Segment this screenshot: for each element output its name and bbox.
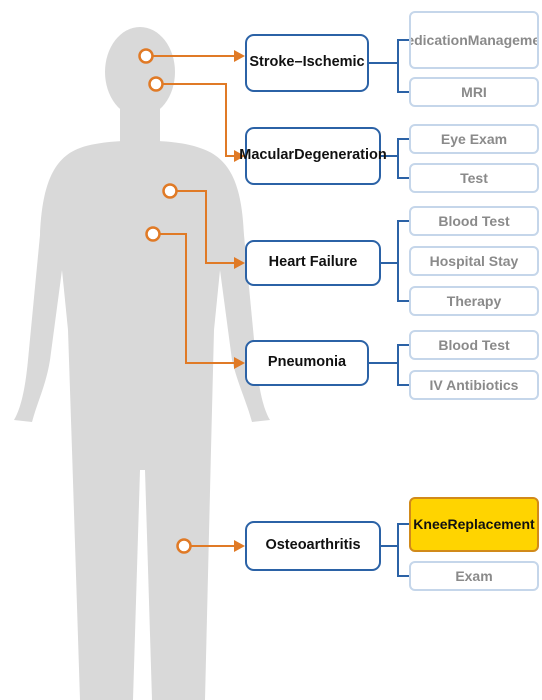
origin-marker-heart bbox=[162, 183, 178, 199]
procedure-knee-replacement: Knee Replacement bbox=[409, 497, 539, 552]
arrowhead-macular bbox=[234, 150, 245, 162]
condition-label-line: Degeneration bbox=[294, 147, 387, 164]
arrowhead-osteo bbox=[234, 540, 245, 552]
procedure-test: Test bbox=[409, 163, 539, 193]
bracket-pneumonia bbox=[397, 344, 409, 386]
procedure-exam: Exam bbox=[409, 561, 539, 591]
procedure-label-line: Test bbox=[460, 169, 488, 186]
procedure-label-line: Therapy bbox=[446, 292, 502, 309]
condition-macular-degeneration: Macular Degeneration bbox=[239, 127, 387, 185]
bracket-heart bbox=[397, 220, 409, 302]
procedure-label-line: Blood Test bbox=[438, 212, 510, 229]
condition-label-line: Stroke– bbox=[249, 54, 303, 71]
procedure-medication-management: Medication Management bbox=[409, 11, 539, 69]
condition-heart-failure: Heart Failure bbox=[245, 240, 381, 286]
procedure-label-line: IV Antibiotics bbox=[429, 376, 519, 393]
procedure-label-line: Replacement bbox=[447, 516, 535, 533]
procedure-label-line: Management bbox=[467, 31, 537, 48]
condition-label-line: Heart Failure bbox=[268, 254, 358, 271]
condition-pneumonia: Pneumonia bbox=[245, 340, 369, 386]
condition-label-line: Ischemic bbox=[302, 54, 365, 71]
procedure-label-line: Hospital Stay bbox=[429, 252, 519, 269]
connector-line-heart bbox=[170, 190, 236, 264]
procedure-label-line: Blood Test bbox=[438, 336, 510, 353]
bracket-osteo bbox=[397, 523, 409, 577]
procedure-blood-test: Blood Test bbox=[409, 330, 539, 360]
procedure-mri: MRI bbox=[409, 77, 539, 107]
procedure-blood-test: Blood Test bbox=[409, 206, 539, 236]
arrowhead-heart bbox=[234, 257, 245, 269]
origin-marker-stroke bbox=[138, 48, 154, 64]
procedure-label-line: Medication bbox=[411, 31, 468, 48]
procedure-label-line: Eye Exam bbox=[440, 130, 508, 147]
bracket-macular bbox=[397, 138, 409, 179]
connector-line-pneumonia bbox=[153, 233, 236, 364]
procedure-hospital-stay: Hospital Stay bbox=[409, 246, 539, 276]
procedure-iv-antibiotics: IV Antibiotics bbox=[409, 370, 539, 400]
condition-osteoarthritis: Osteoarthritis bbox=[245, 521, 381, 571]
procedure-therapy: Therapy bbox=[409, 286, 539, 316]
arrowhead-pneumonia bbox=[234, 357, 245, 369]
connector-line-macular bbox=[156, 83, 236, 157]
condition-label-line: Pneumonia bbox=[267, 354, 347, 371]
origin-marker-pneumonia bbox=[145, 226, 161, 242]
procedure-eye-exam: Eye Exam bbox=[409, 124, 539, 154]
procedure-label-line: MRI bbox=[461, 83, 487, 100]
condition-label-line: Macular bbox=[239, 147, 295, 164]
condition-label-line: Osteoarthritis bbox=[265, 537, 361, 554]
condition-stroke-ischemic: Stroke– Ischemic bbox=[245, 34, 369, 92]
procedure-label-line: Knee bbox=[413, 516, 448, 533]
arrowhead-stroke bbox=[234, 50, 245, 62]
bracket-stroke bbox=[397, 39, 409, 93]
origin-marker-macular bbox=[148, 76, 164, 92]
origin-marker-osteo bbox=[176, 538, 192, 554]
procedure-label-line: Exam bbox=[455, 567, 493, 584]
